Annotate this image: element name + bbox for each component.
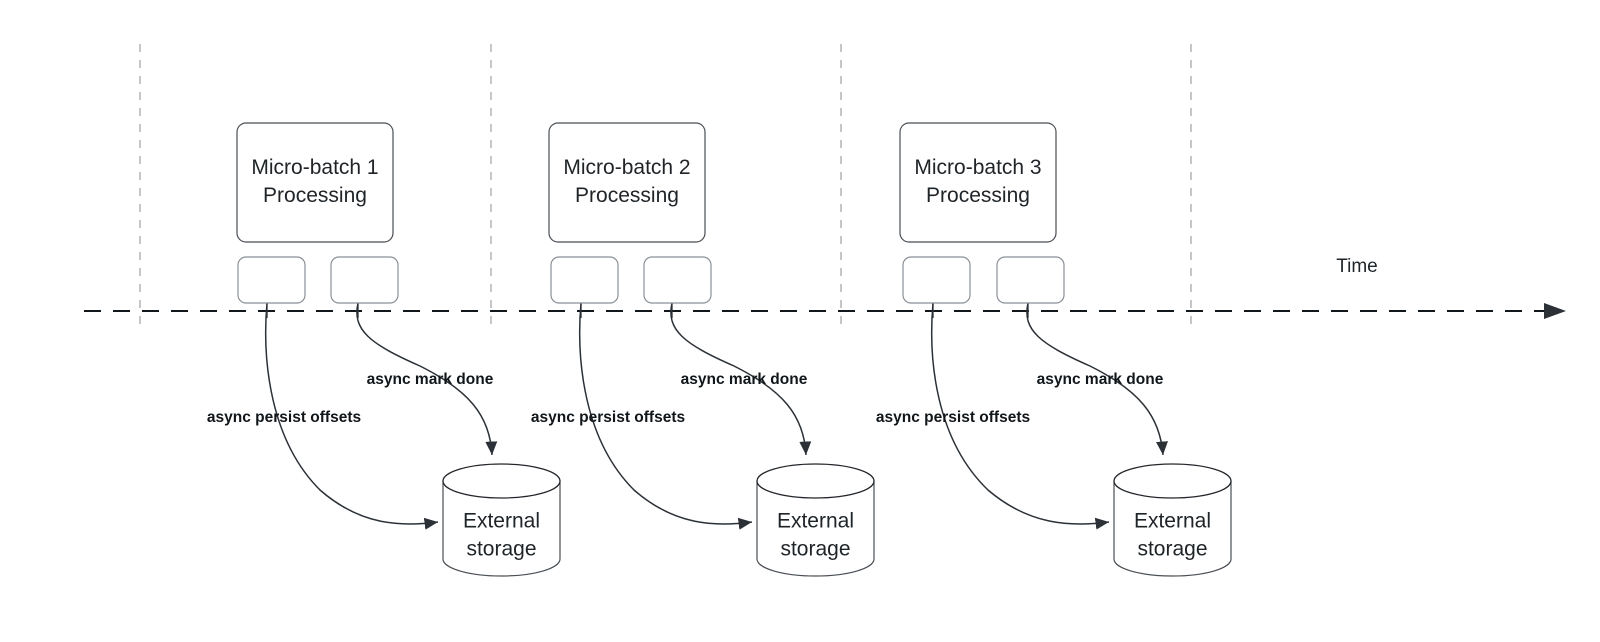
timeline-arrow-icon — [1544, 303, 1566, 319]
async-mark-done-edge — [670, 302, 812, 456]
micro-batch-label-line1-2: Micro-batch 2 — [563, 156, 690, 179]
async-persist-offsets-edge-label: async persist offsets — [207, 409, 361, 426]
async-mark-done-edge — [1026, 302, 1168, 456]
async-mark-done-edge-label: async mark done — [681, 371, 808, 388]
task-box-a-3[interactable] — [902, 256, 971, 304]
storage-cylinder-body-3[interactable] — [1113, 480, 1232, 577]
storage-label-line2-3: storage — [1137, 538, 1207, 561]
time-axis-label: Time — [1336, 256, 1378, 277]
task-box-a-1[interactable] — [237, 256, 306, 304]
micro-batch-group-3: async persist offsets async mark done Micr… — [876, 122, 1232, 577]
async-persist-offsets-edge-label: async persist offsets — [876, 409, 1030, 426]
micro-batch-box-1[interactable] — [236, 122, 394, 243]
storage-label-line2-1: storage — [466, 538, 536, 561]
async-mark-done-edge-label: async mark done — [1037, 371, 1164, 388]
task-box-a-2[interactable] — [550, 256, 619, 304]
storage-label-line1-2: External — [777, 510, 854, 533]
storage-cylinder-body-2[interactable] — [756, 480, 875, 577]
async-persist-offsets-edge — [579, 302, 753, 530]
micro-batch-group-2: async persist offsets async mark done Micr… — [531, 122, 875, 577]
task-box-b-2[interactable] — [643, 256, 712, 304]
micro-batch-label-line1-3: Micro-batch 3 — [914, 156, 1041, 179]
micro-batch-groups: async persist offsets async mark done Micr… — [207, 122, 1232, 577]
async-persist-offsets-edge — [931, 302, 1110, 530]
task-box-b-1[interactable] — [330, 256, 399, 304]
timeline-axis: Time — [84, 256, 1566, 319]
micro-batch-label-line2-1: Processing — [263, 184, 367, 207]
async-persist-offsets-edge — [265, 302, 439, 530]
storage-cylinder-top-2 — [756, 463, 875, 499]
async-mark-done-edge-label: async mark done — [367, 371, 494, 388]
storage-label-line1-1: External — [463, 510, 540, 533]
micro-batch-box-3[interactable] — [899, 122, 1057, 243]
task-box-b-3[interactable] — [996, 256, 1065, 304]
storage-cylinder-body-1[interactable] — [442, 480, 561, 577]
micro-batch-label-line2-3: Processing — [926, 184, 1030, 207]
micro-batch-label-line1-1: Micro-batch 1 — [251, 156, 378, 179]
async-mark-done-edge — [356, 302, 498, 456]
micro-batch-group-1: async persist offsets async mark done Micr… — [207, 122, 561, 577]
async-persist-offsets-edge-label: async persist offsets — [531, 409, 685, 426]
micro-batch-label-line2-2: Processing — [575, 184, 679, 207]
storage-label-line1-3: External — [1134, 510, 1211, 533]
storage-label-line2-2: storage — [780, 538, 850, 561]
storage-cylinder-top-1 — [442, 463, 561, 499]
micro-batch-box-2[interactable] — [548, 122, 706, 243]
storage-cylinder-top-3 — [1113, 463, 1232, 499]
